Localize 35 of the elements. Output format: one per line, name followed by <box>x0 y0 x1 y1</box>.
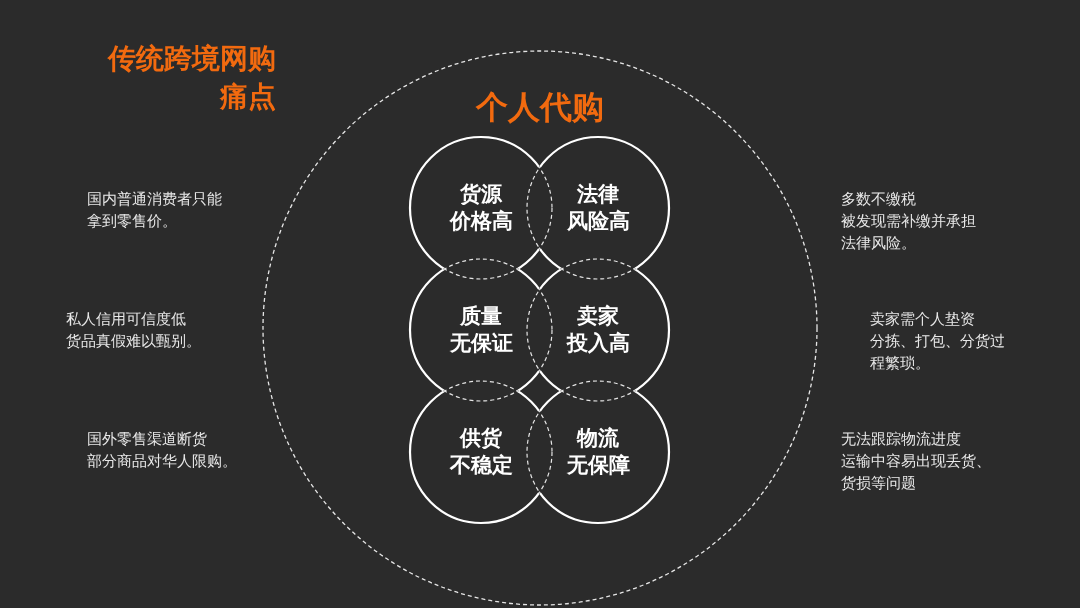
note-text: 拿到零售价。 <box>87 211 177 232</box>
circle-text: 质量 <box>460 303 502 330</box>
note-text: 卖家需个人垫资 <box>870 309 975 330</box>
circle-text: 货源 <box>460 181 502 208</box>
note-text: 国内普通消费者只能 <box>87 189 222 210</box>
circle-text: 卖家 <box>577 303 619 330</box>
note-text: 多数不缴税 <box>841 189 916 210</box>
venn-circle <box>526 258 670 402</box>
circle-text: 投入高 <box>566 330 630 357</box>
note-text: 部分商品对华人限购。 <box>87 451 237 472</box>
circle-text: 风险高 <box>566 208 630 235</box>
circle-text: 价格高 <box>449 208 513 235</box>
note-text: 国外零售渠道断货 <box>87 429 207 450</box>
circle-text: 无保证 <box>449 330 513 357</box>
slide-title: 传统跨境网购痛点 <box>106 41 276 115</box>
circle-text: 物流 <box>577 425 619 452</box>
venn-circle <box>526 136 670 280</box>
circle-text: 无保障 <box>566 452 630 479</box>
venn-circle <box>526 380 670 524</box>
circle-text: 法律 <box>577 181 619 208</box>
venn-circle <box>409 136 553 280</box>
note-text: 私人信用可信度低 <box>66 309 186 330</box>
note-text: 货品真假难以甄别。 <box>66 331 201 352</box>
note-text: 被发现需补缴并承担 <box>841 211 976 232</box>
note-text: 法律风险。 <box>841 233 916 254</box>
note-text: 程繁琐。 <box>870 353 930 374</box>
note-text: 运输中容易出现丢货、 <box>841 451 991 472</box>
section-heading: 个人代购 <box>476 87 604 128</box>
circle-text: 供货 <box>460 425 502 452</box>
venn-circle <box>409 380 553 524</box>
note-text: 货损等问题 <box>841 473 916 494</box>
note-text: 无法跟踪物流进度 <box>841 429 961 450</box>
venn-circle <box>409 258 553 402</box>
circle-text: 不稳定 <box>449 452 513 479</box>
note-text: 分拣、打包、分货过 <box>870 331 1005 352</box>
